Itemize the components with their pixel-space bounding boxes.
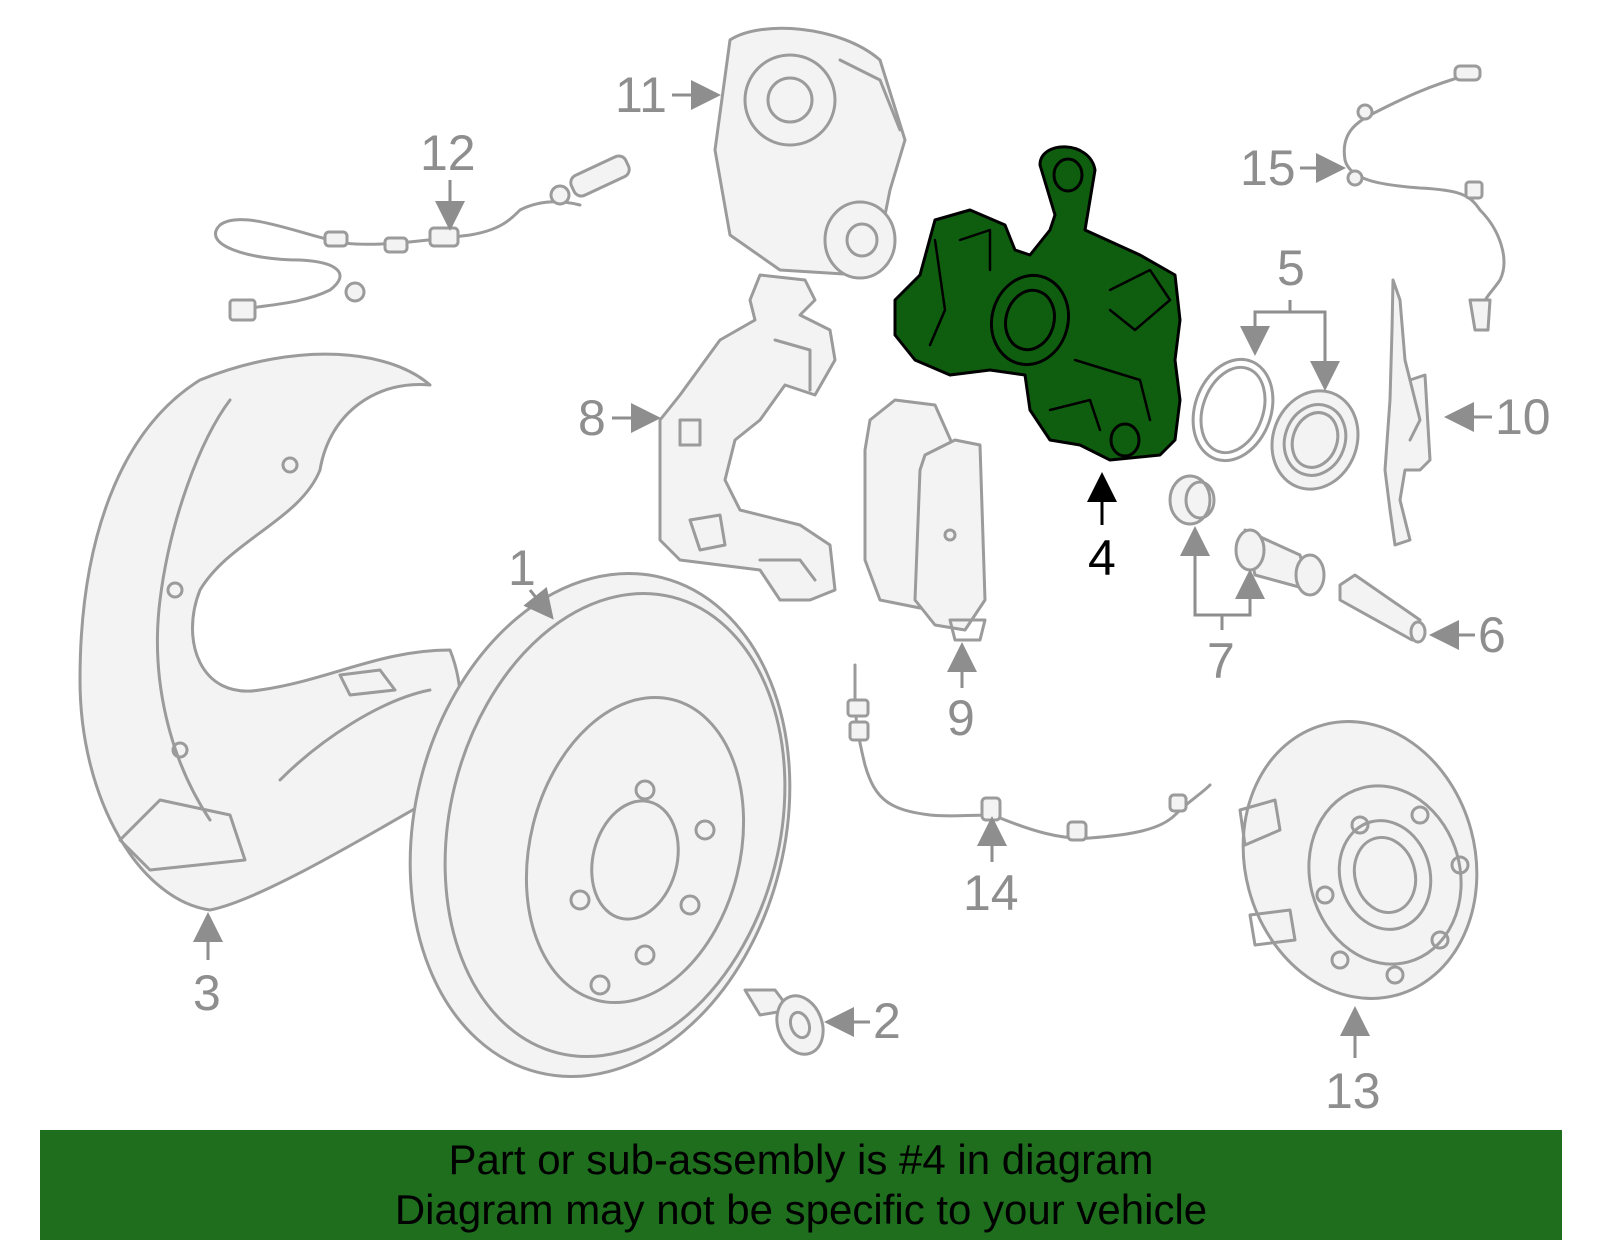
callout-2: 2 <box>824 993 901 1049</box>
part-1-brake-rotor[interactable] <box>359 533 841 1117</box>
svg-text:1: 1 <box>508 540 536 596</box>
callout-9: 9 <box>947 642 977 746</box>
part-3-dust-shield[interactable] <box>78 352 462 912</box>
callout-12: 12 <box>420 125 476 231</box>
part-5-piston-seal[interactable] <box>1180 348 1372 501</box>
svg-text:5: 5 <box>1277 240 1305 296</box>
svg-text:14: 14 <box>963 865 1019 921</box>
part-13-wheel-hub[interactable] <box>1213 695 1508 1025</box>
callout-4: 4 <box>1087 472 1117 586</box>
svg-text:11: 11 <box>615 67 667 123</box>
svg-text:13: 13 <box>1325 1063 1381 1119</box>
part-15-abs-sensor[interactable] <box>1342 64 1506 332</box>
callout-14: 14 <box>963 816 1019 921</box>
callout-8: 8 <box>578 390 661 446</box>
banner-line-1: Part or sub-assembly is #4 in diagram <box>448 1136 1154 1183</box>
callout-7: 7 <box>1180 526 1265 689</box>
svg-text:3: 3 <box>193 965 221 1021</box>
banner-line-2: Diagram may not be specific to your vehi… <box>394 1186 1208 1233</box>
part-4-brake-caliper[interactable] <box>893 145 1182 462</box>
part-6-guide-pin[interactable] <box>1338 573 1427 644</box>
svg-text:4: 4 <box>1088 530 1116 586</box>
svg-text:2: 2 <box>873 993 901 1049</box>
svg-text:12: 12 <box>420 125 476 181</box>
svg-text:15: 15 <box>1240 140 1296 196</box>
part-10-anti-rattle-clip[interactable] <box>1383 278 1432 547</box>
callout-6: 6 <box>1429 607 1506 663</box>
brake-assembly-diagram: 1 2 3 4 5 6 7 8 9 10 11 <box>78 26 1551 1119</box>
part-8-caliper-bracket[interactable] <box>658 273 837 602</box>
svg-text:7: 7 <box>1207 633 1235 689</box>
callout-11: 11 <box>615 67 721 123</box>
svg-text:9: 9 <box>947 690 975 746</box>
svg-text:6: 6 <box>1478 607 1506 663</box>
part-11-parking-brake-motor[interactable] <box>713 26 907 280</box>
callout-5: 5 <box>1240 240 1340 391</box>
callout-1: 1 <box>508 540 554 620</box>
part-2-bolt[interactable] <box>743 988 831 1060</box>
part-9-brake-pads[interactable] <box>863 398 987 642</box>
callout-10: 10 <box>1444 389 1551 445</box>
part-14-abs-sensor-wire[interactable] <box>846 663 1212 842</box>
callout-13: 13 <box>1325 1006 1381 1119</box>
part-12-wear-sensor[interactable] <box>214 153 631 322</box>
svg-text:10: 10 <box>1495 389 1551 445</box>
part-7-guide-bushing[interactable] <box>1168 474 1326 597</box>
svg-text:8: 8 <box>578 390 606 446</box>
callout-3: 3 <box>193 912 223 1021</box>
callout-15: 15 <box>1240 140 1346 196</box>
info-banner: Part or sub-assembly is #4 in diagram Di… <box>40 1130 1562 1240</box>
